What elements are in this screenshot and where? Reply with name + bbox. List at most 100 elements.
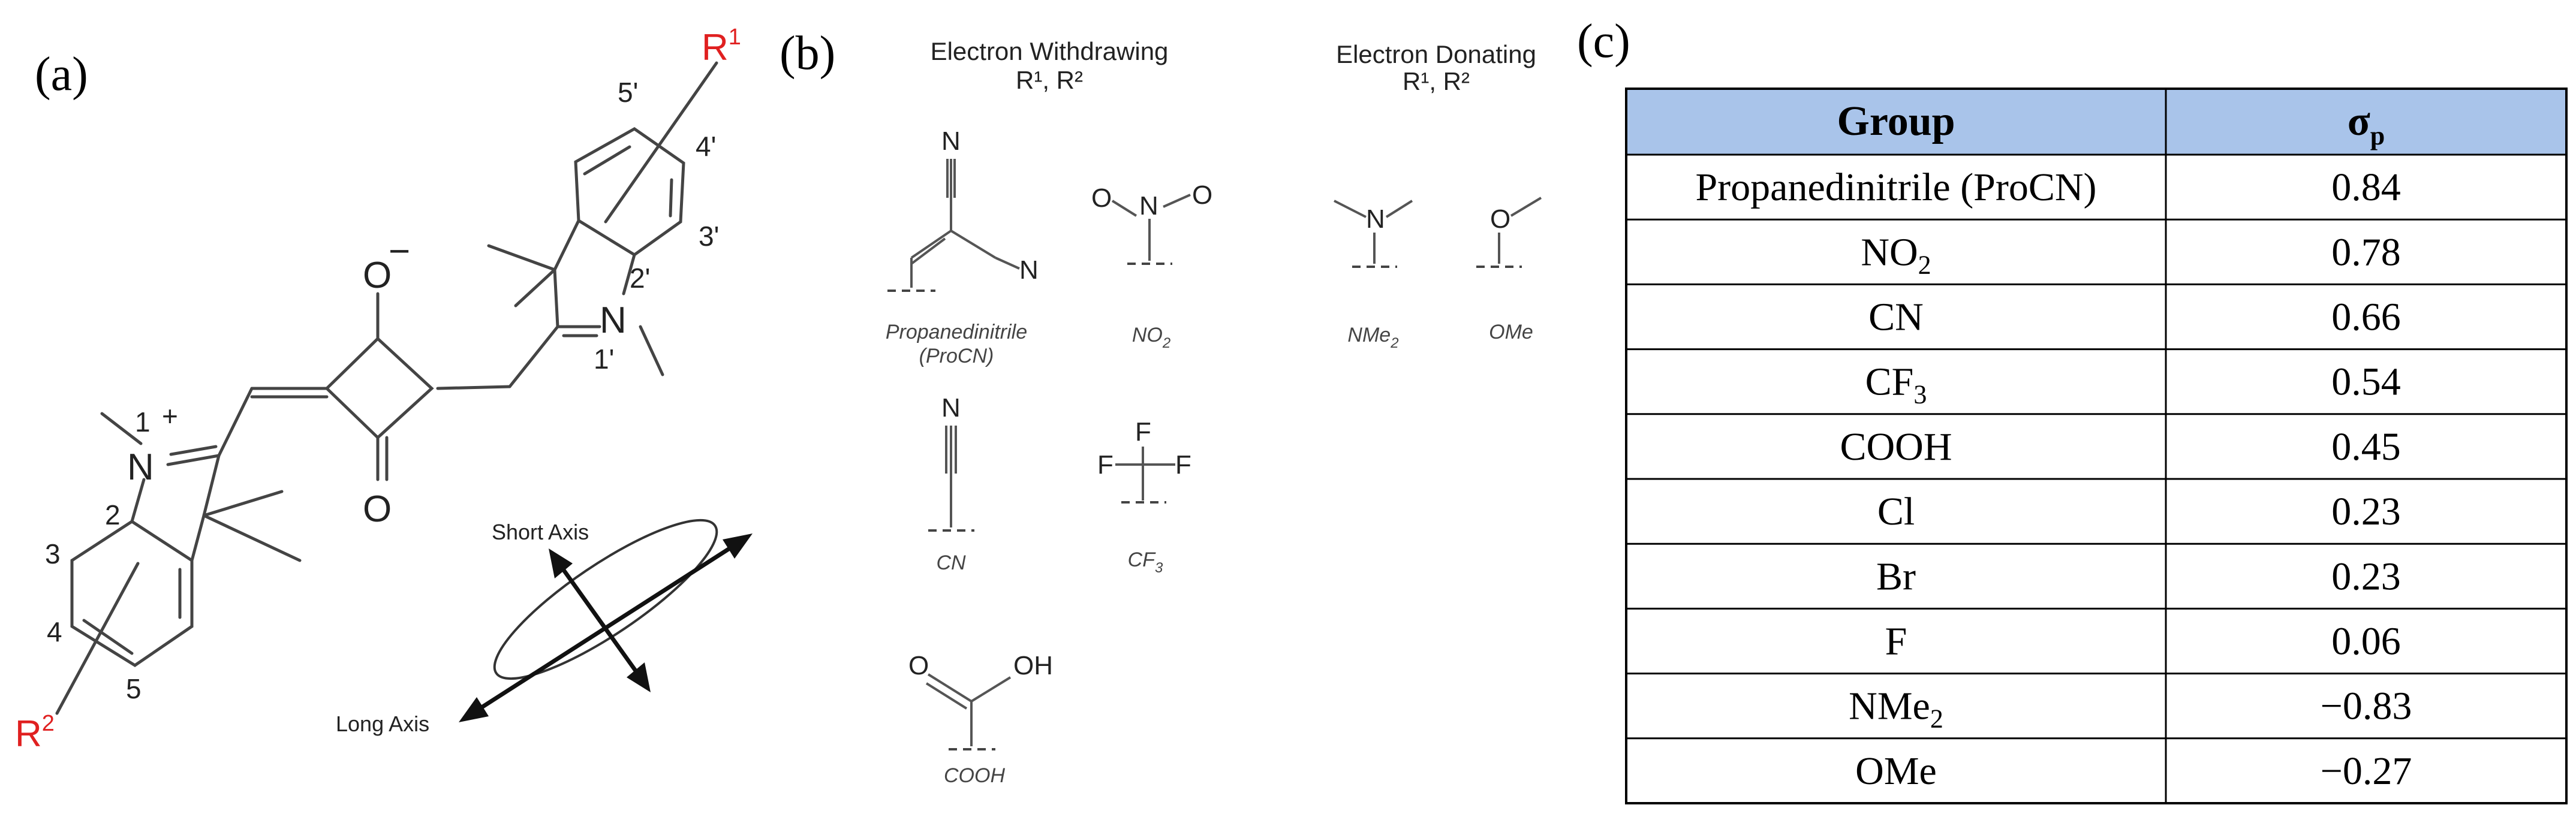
withdrawing-subtitle: R¹, R² bbox=[1016, 66, 1083, 94]
atom-carbonyl-o: O bbox=[363, 489, 392, 530]
c2-bond bbox=[553, 268, 559, 328]
right-indolenine: N 5' 4' 3' 2' 1' R1 bbox=[436, 25, 741, 390]
table-cell-group: CN bbox=[1868, 296, 1924, 339]
atom-n: N bbox=[941, 126, 961, 156]
double-bond bbox=[925, 682, 968, 710]
table-cell-group: F bbox=[1885, 620, 1907, 664]
panel-label-b: (b) bbox=[780, 27, 835, 80]
cn-label: CN bbox=[936, 551, 966, 574]
left-indolenine: N + 1 2 3 4 5 R2 bbox=[15, 387, 302, 755]
short-axis-arrow bbox=[553, 556, 646, 685]
table-cell-group: NMe2 bbox=[1849, 685, 1943, 734]
table-cell-sigma: 0.78 bbox=[2331, 230, 2401, 274]
methyl-bond bbox=[1334, 200, 1367, 218]
single-bond bbox=[950, 230, 997, 259]
methine-bond bbox=[436, 385, 511, 390]
position-1prime: 1' bbox=[594, 343, 614, 375]
table-header-background bbox=[1626, 89, 2566, 155]
right-benzene-double-bond bbox=[583, 145, 631, 176]
position-3: 3 bbox=[45, 538, 61, 569]
atom-oh: OH bbox=[1013, 651, 1053, 680]
cooh-label: COOH bbox=[944, 764, 1005, 787]
atom-f: F bbox=[1175, 450, 1191, 480]
table-header-group: Group bbox=[1837, 98, 1955, 144]
double-bond bbox=[1111, 200, 1137, 217]
table-cell-group: Propanedinitrile (ProCN) bbox=[1695, 165, 2096, 209]
charge-plus: + bbox=[162, 400, 178, 432]
dipole-ellipse bbox=[493, 518, 718, 680]
table-cell-sigma: 0.66 bbox=[2331, 296, 2401, 339]
sigma-table: Group σp Propanedinitrile (ProCN)0.84NO2… bbox=[1625, 88, 2568, 804]
table-cell-group: NO2 bbox=[1861, 230, 1931, 279]
table-cell-sigma: 0.45 bbox=[2331, 425, 2401, 469]
left-benzene-double-bond bbox=[82, 619, 134, 655]
short-axis-arrowhead bbox=[549, 548, 573, 578]
position-2prime: 2' bbox=[630, 263, 650, 294]
methyl-bond bbox=[202, 514, 302, 562]
left-benzene-ring bbox=[70, 520, 194, 667]
table-cell-sigma: −0.83 bbox=[2321, 685, 2412, 728]
table-cell-group: Br bbox=[1876, 554, 1916, 598]
panel-c: (c) Group σp Propanedinitrile (ProCN)0.8… bbox=[1577, 15, 2568, 804]
panel-b: (b) Electron Withdrawing R¹, R² Electron… bbox=[780, 27, 1542, 787]
position-4: 4 bbox=[47, 616, 62, 647]
panel-label-a: (a) bbox=[35, 48, 88, 101]
atom-n: N bbox=[941, 393, 961, 423]
donating-subtitle: R¹, R² bbox=[1403, 67, 1470, 95]
c3-bond bbox=[202, 454, 221, 517]
double-bond bbox=[927, 673, 973, 703]
long-axis-label: Long Axis bbox=[336, 712, 429, 736]
procn-label: Propanedinitrile bbox=[886, 321, 1027, 343]
n-bond bbox=[622, 253, 636, 296]
table-cell-sigma: 0.23 bbox=[2331, 554, 2401, 598]
cooh-structure: O OH COOH bbox=[908, 651, 1053, 787]
atom-o: O bbox=[1490, 204, 1510, 234]
nme2-label: NMe2 bbox=[1347, 324, 1398, 351]
position-5prime: 5' bbox=[618, 77, 638, 108]
table-cell-group: OMe bbox=[1855, 749, 1937, 793]
position-3prime: 3' bbox=[699, 221, 719, 252]
atom-n: N bbox=[1139, 191, 1158, 221]
atom-f: F bbox=[1097, 450, 1114, 480]
table-cell-sigma: −0.27 bbox=[2321, 749, 2412, 793]
donating-title: Electron Donating bbox=[1336, 40, 1536, 68]
double-bond bbox=[910, 237, 946, 265]
table-header-sigma: σp bbox=[2348, 98, 2385, 150]
position-2: 2 bbox=[105, 499, 121, 530]
single-bond bbox=[970, 676, 1012, 703]
atom-o-minus: O bbox=[363, 255, 392, 296]
ome-structure: O OMe bbox=[1476, 197, 1542, 343]
position-1: 1 bbox=[135, 406, 151, 438]
atom-o: O bbox=[1091, 183, 1112, 213]
cf3-structure: F F F CF3 bbox=[1097, 417, 1191, 576]
double-bond bbox=[910, 230, 952, 259]
methyl-bond bbox=[202, 490, 284, 517]
r1-substituent-bond bbox=[604, 61, 718, 224]
c2-n-bond bbox=[166, 454, 221, 466]
methyl-bond bbox=[487, 244, 556, 272]
n-methyl-bond bbox=[100, 412, 143, 445]
n-methyl-bond bbox=[639, 325, 664, 376]
table-border bbox=[1625, 88, 2568, 804]
atom-n-plus: N bbox=[127, 447, 154, 488]
methyl-bond bbox=[1385, 200, 1413, 218]
charge-minus: − bbox=[389, 231, 410, 272]
methine-bond bbox=[217, 387, 254, 457]
right-benzene-double-bond bbox=[669, 178, 673, 218]
procn-label-abbr: (ProCN) bbox=[919, 345, 994, 367]
ome-label: OMe bbox=[1489, 321, 1533, 343]
table-cell-group: COOH bbox=[1840, 425, 1952, 469]
table-cell-group: CF3 bbox=[1865, 360, 1927, 409]
table-cell-sigma: 0.06 bbox=[2331, 620, 2401, 664]
panel-a: (a) N 5' 4' 3' 2' bbox=[15, 25, 753, 755]
axis-diagram: Short Axis Long Axis bbox=[336, 518, 753, 736]
squarate-ring bbox=[324, 336, 434, 440]
substituent-r1: R1 bbox=[702, 25, 741, 68]
ring-fusion-bond bbox=[190, 514, 206, 562]
withdrawing-title: Electron Withdrawing bbox=[931, 37, 1169, 65]
c2-n-double-bond bbox=[169, 445, 218, 456]
n-c7a-bond bbox=[130, 478, 146, 523]
substituent-r2: R2 bbox=[15, 711, 55, 755]
